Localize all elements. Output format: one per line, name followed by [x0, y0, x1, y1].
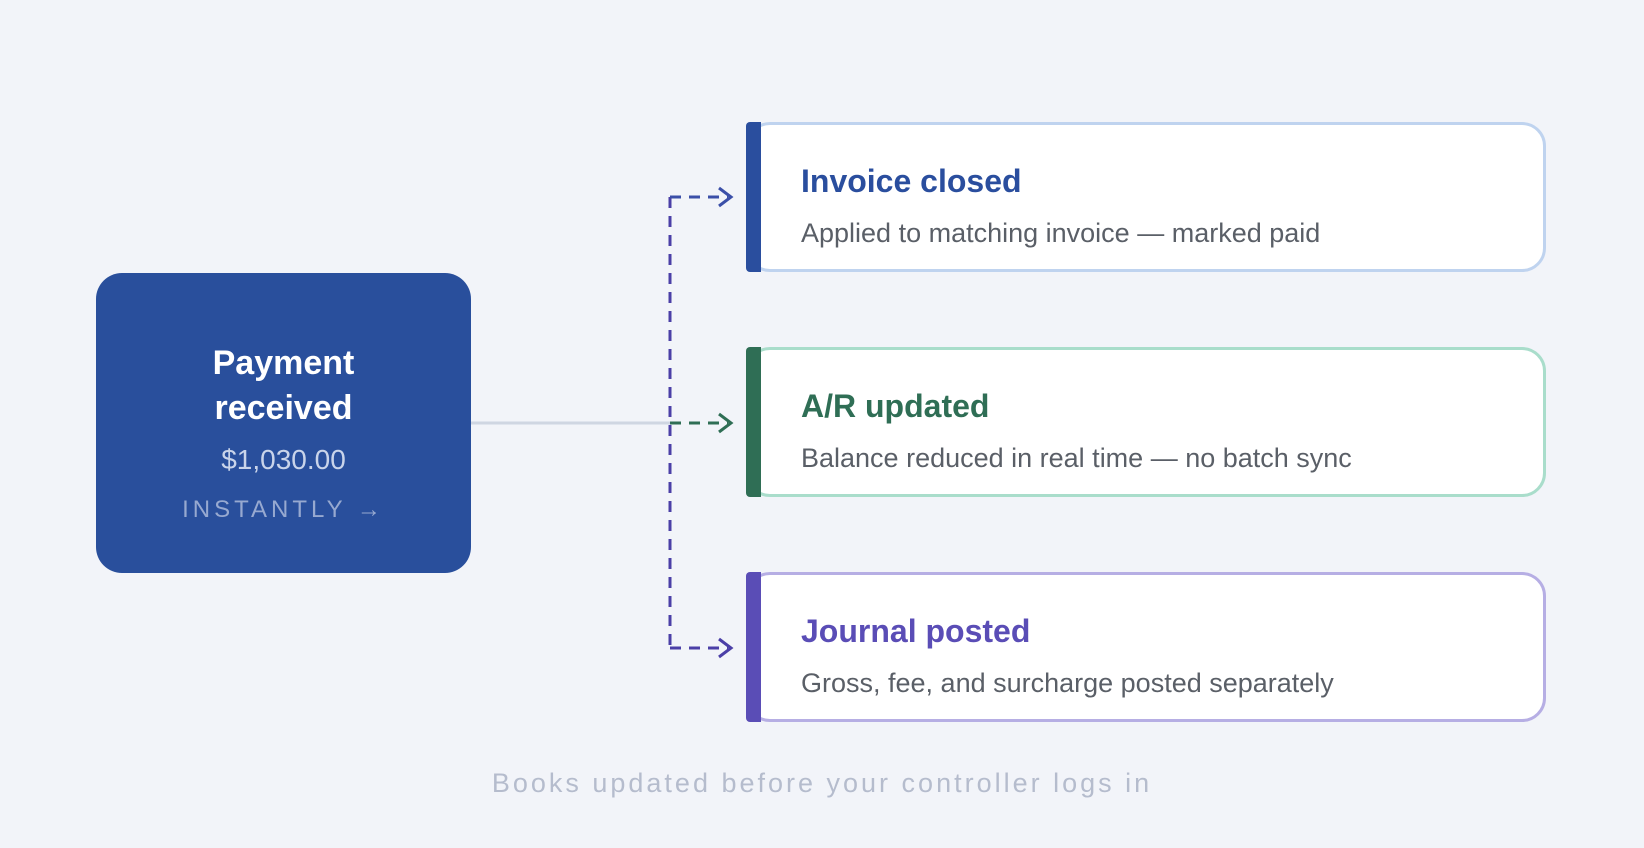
journal-posted-title: Journal posted: [801, 613, 1031, 649]
invoice-closed-description: Applied to matching invoice — marked pai…: [801, 218, 1321, 248]
payment-received-node: Payment received $1,030.00 INSTANTLY →: [96, 273, 471, 573]
payment-received-title: Payment received: [96, 341, 471, 431]
ar-updated-accent-bar: [746, 347, 761, 497]
ar-updated-title: A/R updated: [801, 388, 990, 424]
invoice-closed-title: Invoice closed: [801, 163, 1022, 199]
footer-caption: Books updated before your controller log…: [491, 768, 1153, 798]
arrow-head-journal: [718, 637, 734, 659]
invoice-closed-card: Invoice closed Applied to matching invoi…: [746, 122, 1546, 272]
journal-posted-accent-bar: [746, 572, 761, 722]
payment-title-line-1: Payment: [212, 344, 355, 382]
ar-updated-description: Balance reduced in real time — no batch …: [801, 443, 1352, 473]
ar-updated-card: A/R updated Balance reduced in real time…: [746, 347, 1546, 497]
journal-posted-card: Journal posted Gross, fee, and surcharge…: [746, 572, 1546, 722]
payment-title-line-2: received: [214, 389, 353, 427]
instantly-label: INSTANTLY →: [182, 496, 385, 523]
invoice-closed-accent-bar: [746, 122, 761, 272]
arrow-head-ar: [718, 412, 734, 434]
payment-amount: $1,030.00: [221, 444, 346, 475]
journal-posted-description: Gross, fee, and surcharge posted separat…: [801, 668, 1334, 698]
arrow-head-invoice: [718, 186, 734, 208]
